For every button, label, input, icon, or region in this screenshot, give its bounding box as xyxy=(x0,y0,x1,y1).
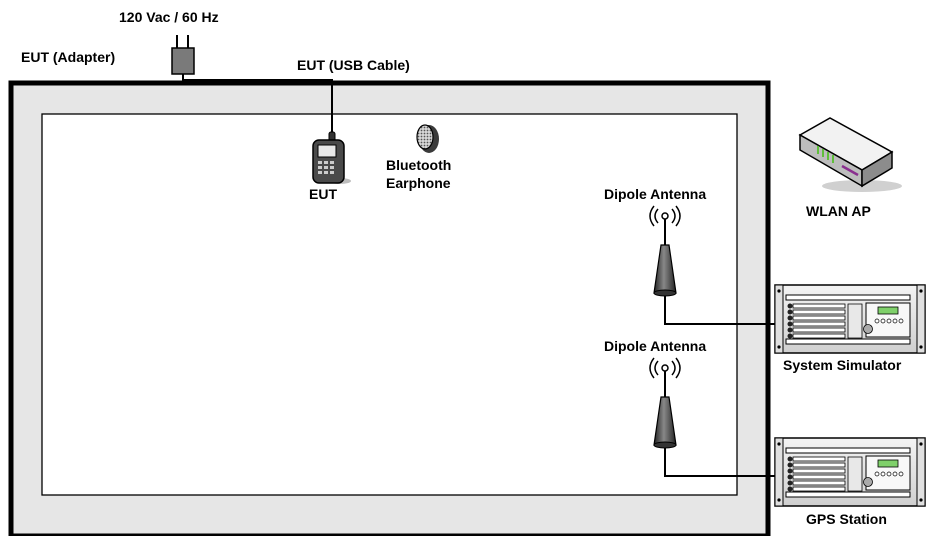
dipole-antenna-2-label: Dipole Antenna xyxy=(604,338,706,354)
bluetooth-label-line1: Bluetooth xyxy=(386,157,451,173)
antenna1-to-simulator-cable xyxy=(664,296,786,325)
power-label: 120 Vac / 60 Hz xyxy=(119,9,219,25)
phone-icon xyxy=(312,131,351,184)
antenna-icon xyxy=(649,357,681,449)
dipole-antenna-1-label: Dipole Antenna xyxy=(604,186,706,202)
rack-instrument-icon xyxy=(774,437,926,507)
bluetooth-label-line2: Earphone xyxy=(386,175,451,191)
chamber-inner-area xyxy=(41,113,738,496)
antenna-icon xyxy=(649,205,681,297)
shielded-chamber xyxy=(8,80,771,536)
bluetooth-earphone-icon xyxy=(416,124,439,153)
adapter-icon xyxy=(171,35,195,75)
gps-station-label: GPS Station xyxy=(806,511,887,527)
wlan-ap-icon xyxy=(798,117,902,192)
system-simulator-label: System Simulator xyxy=(783,357,902,373)
wlan-ap-label: WLAN AP xyxy=(806,203,871,219)
cables xyxy=(182,74,786,477)
adapter-label: EUT (Adapter) xyxy=(21,49,115,65)
rack-instrument-icon xyxy=(774,284,926,354)
eut-label: EUT xyxy=(309,186,337,202)
usb-cable-label: EUT (USB Cable) xyxy=(297,57,410,73)
usb-cable xyxy=(182,74,333,132)
antenna2-to-gps-cable xyxy=(664,448,786,477)
